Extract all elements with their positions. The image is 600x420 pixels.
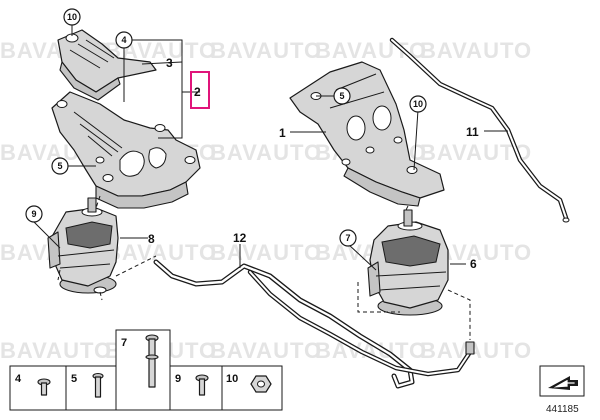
callout-10[interactable]: 10 [409,95,427,113]
heat-shield-part [57,29,157,101]
bolt-icon [92,372,104,398]
reference-number: 441185 [546,404,579,415]
long-bolt-icon [145,334,159,388]
legend-item-4[interactable]: 4 [9,365,67,411]
watermark-text: BAVAUTO [420,338,532,363]
callout-11[interactable]: 11 [466,125,479,139]
legend-number: 7 [121,337,127,349]
engine-mount-left [47,197,119,294]
callout-number: 10 [413,99,423,109]
legend-item-5[interactable]: 5 [65,365,117,411]
callout-9[interactable]: 9 [25,205,43,223]
leader-lines [33,25,508,271]
callout-1[interactable]: 1 [279,126,286,140]
direction-arrow-icon [539,365,585,397]
legend-number: 4 [15,373,22,385]
watermark-layer: BAVAUTO BAVAUTO BAVAUTO BAVAUTO BAVAUTO … [0,38,532,363]
watermark-text: BAVAUTO [210,338,322,363]
callout-4[interactable]: 4 [115,31,133,49]
watermark-text: BAVAUTO [105,240,217,265]
callout-2[interactable]: 2 [194,85,201,99]
legend-item-7[interactable]: 7 [115,329,171,411]
callout-number: 7 [345,233,350,243]
legend-number: 10 [226,373,238,385]
highlight-box [190,71,210,109]
callout-10[interactable]: 10 [63,8,81,26]
assembly-dash-lines [57,195,471,340]
legend-item-9[interactable]: 9 [169,365,223,411]
watermark-text: BAVAUTO [0,338,112,363]
vacuum-line-lower [153,259,475,389]
watermark-text: BAVAUTO [210,240,322,265]
bolt-icon [37,378,51,396]
engine-support-bracket-left [51,91,201,209]
callout-6[interactable]: 6 [470,257,477,271]
watermark-text: BAVAUTO [210,140,322,165]
engine-mount-right [367,209,449,316]
legend-item-10[interactable]: 10 [221,365,283,411]
callout-3[interactable]: 3 [166,56,173,70]
bolt-icon [195,374,209,396]
callout-7[interactable]: 7 [339,229,357,247]
callout-5[interactable]: 5 [333,87,351,105]
engine-support-bracket-right [289,61,445,207]
watermark-text: BAVAUTO [420,38,532,63]
callout-8[interactable]: 8 [148,232,155,246]
nut-icon [250,375,272,393]
callout-number: 10 [67,12,77,22]
watermark-text: BAVAUTO [210,38,322,63]
callout-number: 9 [31,209,36,219]
legend-number: 9 [175,373,181,385]
callout-number: 5 [57,161,62,171]
vacuum-line [389,37,570,223]
callout-number: 5 [339,91,344,101]
legend-number: 5 [71,373,77,385]
callout-number: 4 [121,35,126,45]
watermark-text: BAVAUTO [315,38,427,63]
callout-5[interactable]: 5 [51,157,69,175]
fastener-legend: 4 5 7 9 [9,329,283,411]
callout-12[interactable]: 12 [233,231,247,245]
